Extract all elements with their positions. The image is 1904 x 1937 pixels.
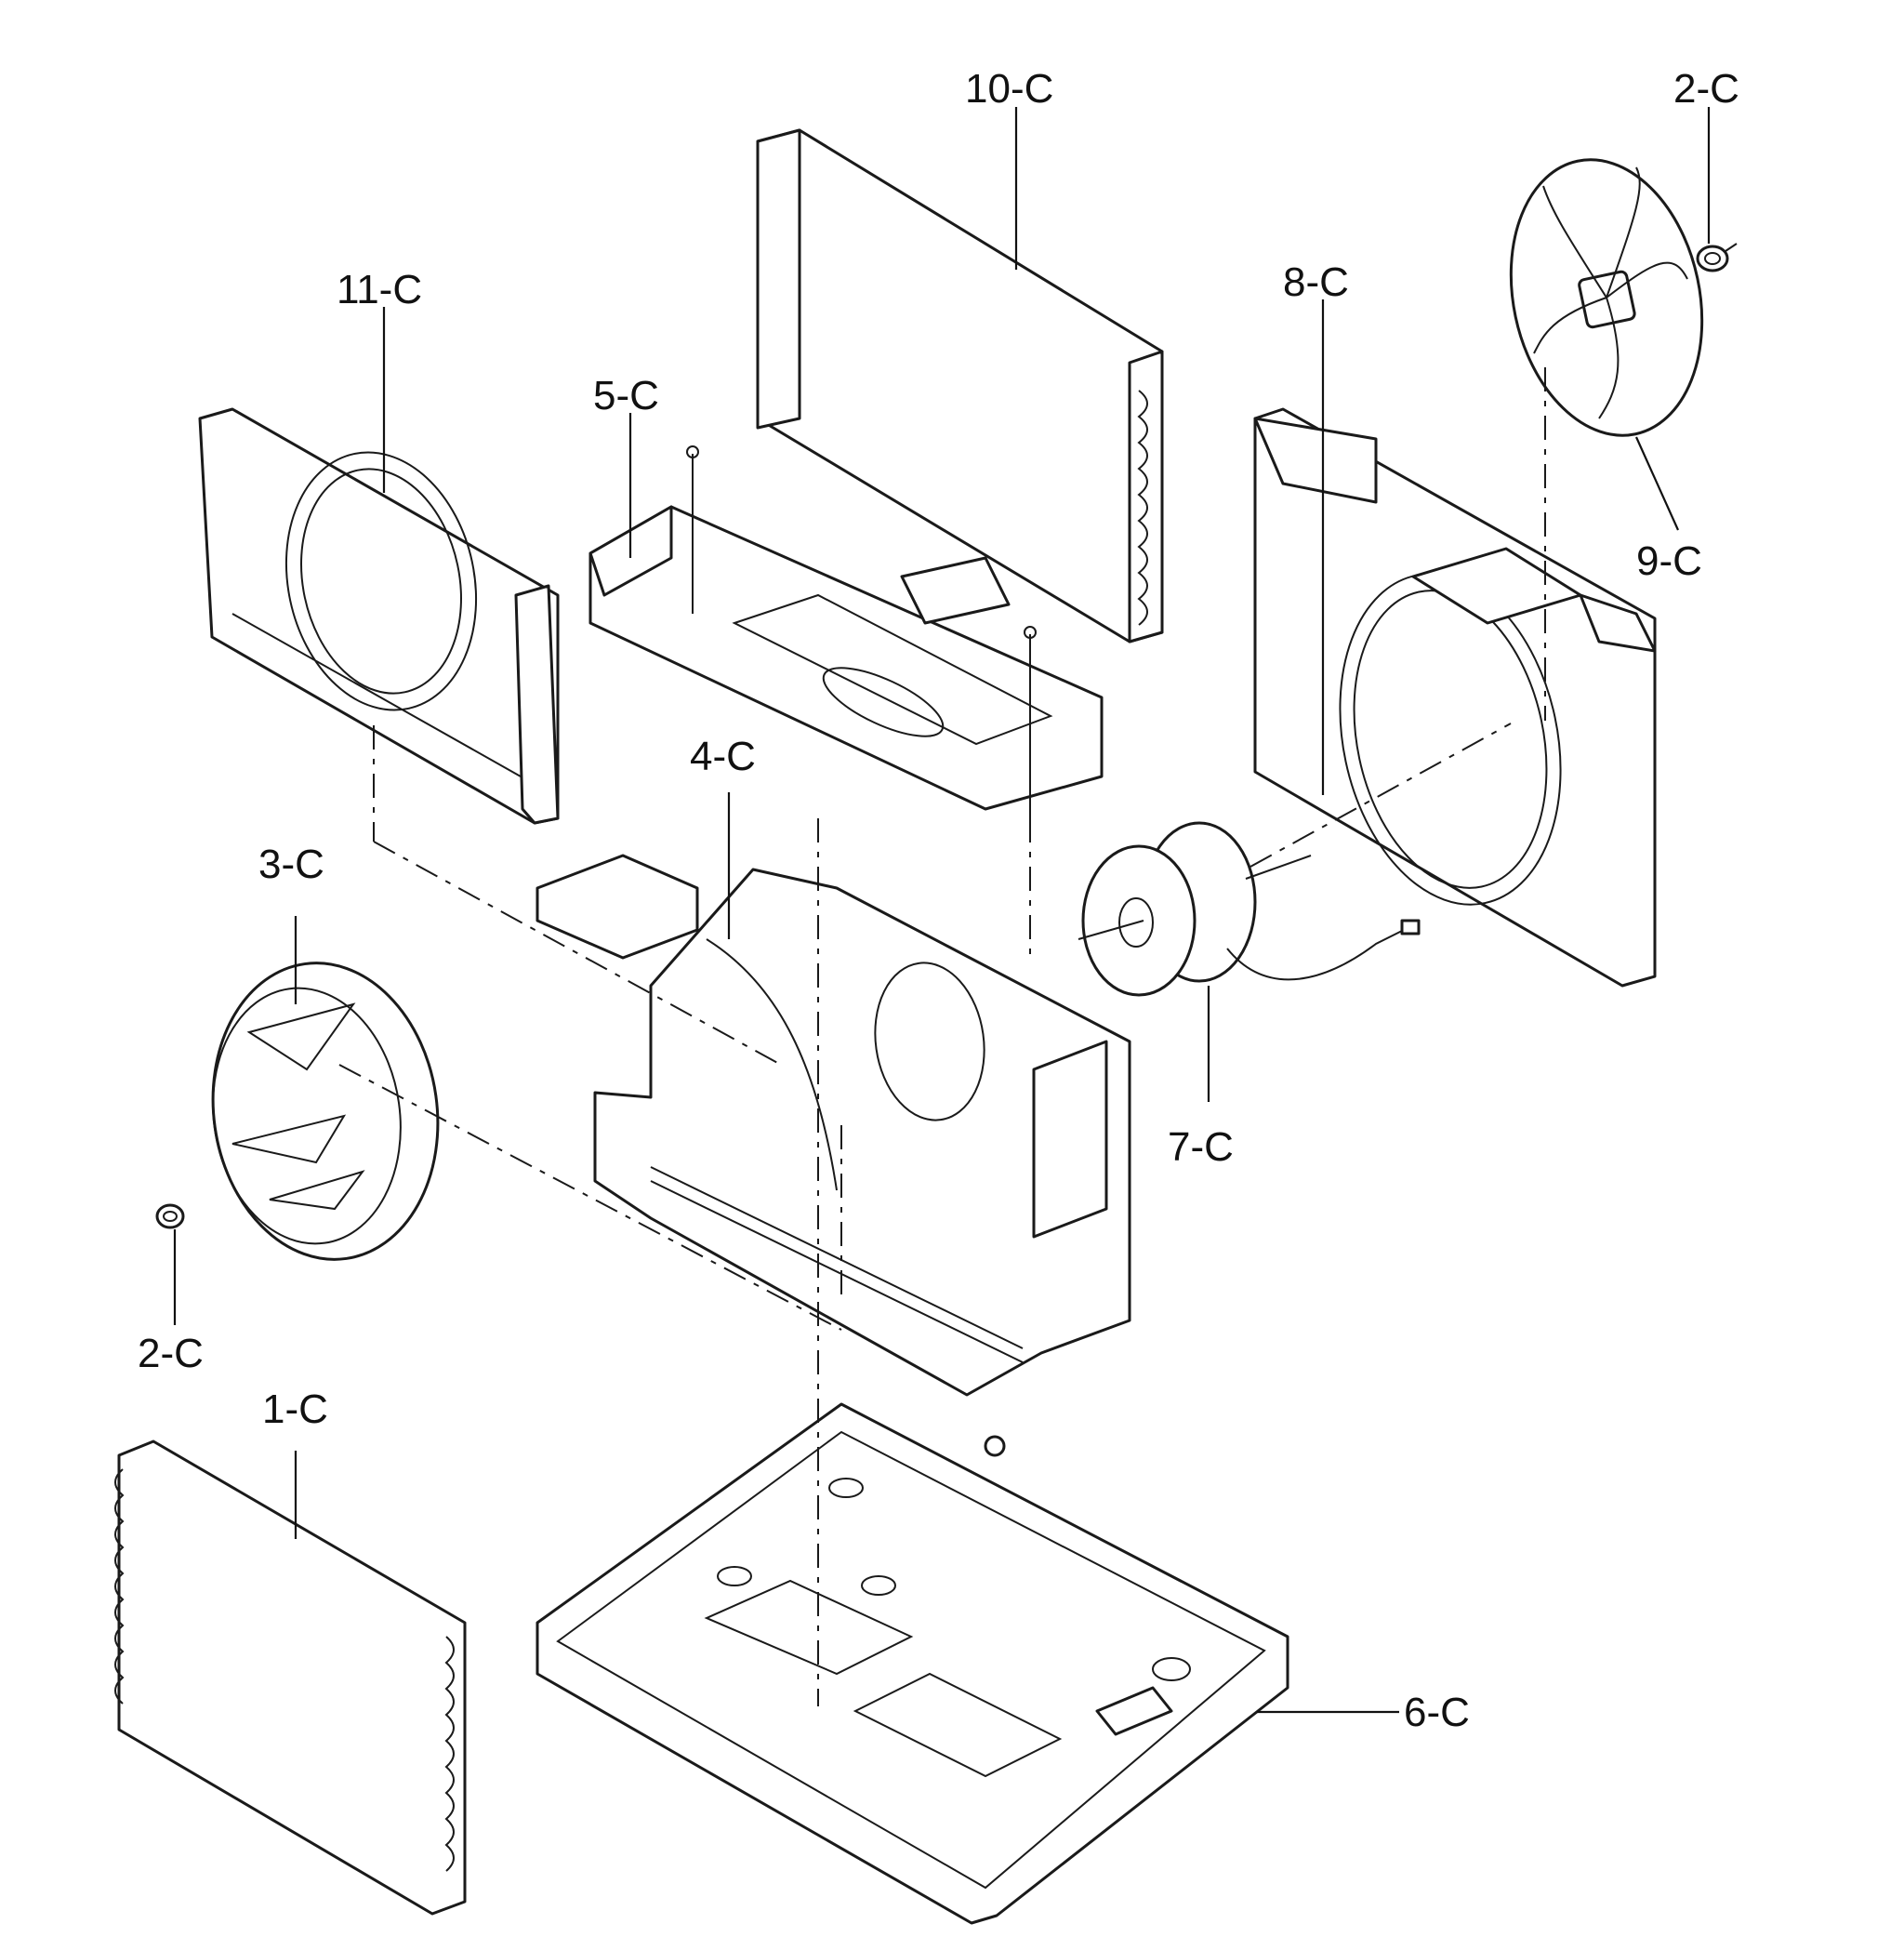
condenser-fan-blade-part xyxy=(1509,158,1704,437)
callout-labels: 10-C 2-C 11-C 8-C 5-C 9-C 4-C 3-C 7-C 2-… xyxy=(138,66,1739,1735)
leader-lines xyxy=(173,107,1711,1714)
assembly-guide-lines xyxy=(338,367,1546,1706)
callout-1c: 1-C xyxy=(262,1386,328,1432)
callout-2c-top: 2-C xyxy=(1673,66,1739,112)
callout-8c: 8-C xyxy=(1283,259,1349,305)
condenser-shroud-part xyxy=(1253,407,1657,988)
fan-motor-part xyxy=(1078,821,1421,997)
condenser-coil-part xyxy=(756,128,1164,643)
callout-4c: 4-C xyxy=(690,734,756,779)
callout-5c: 5-C xyxy=(593,373,659,418)
evaporator-coil-part xyxy=(114,1439,467,1916)
callout-3c: 3-C xyxy=(258,842,324,887)
callout-2c-bottom: 2-C xyxy=(138,1331,204,1376)
callout-10c: 10-C xyxy=(965,66,1053,112)
callout-11c: 11-C xyxy=(337,267,422,312)
shroud-panel-part xyxy=(198,407,560,825)
callout-9c: 9-C xyxy=(1636,538,1702,584)
control-tray-part xyxy=(588,445,1104,818)
blower-clip-bottom-part xyxy=(155,1203,185,1229)
blower-wheel-part xyxy=(211,962,440,1261)
blower-housing-part xyxy=(536,854,1131,1397)
callout-7c: 7-C xyxy=(1168,1124,1234,1170)
fan-clip-top-part xyxy=(1696,243,1738,272)
base-pan-part xyxy=(536,1402,1289,1925)
callout-6c: 6-C xyxy=(1404,1690,1470,1735)
